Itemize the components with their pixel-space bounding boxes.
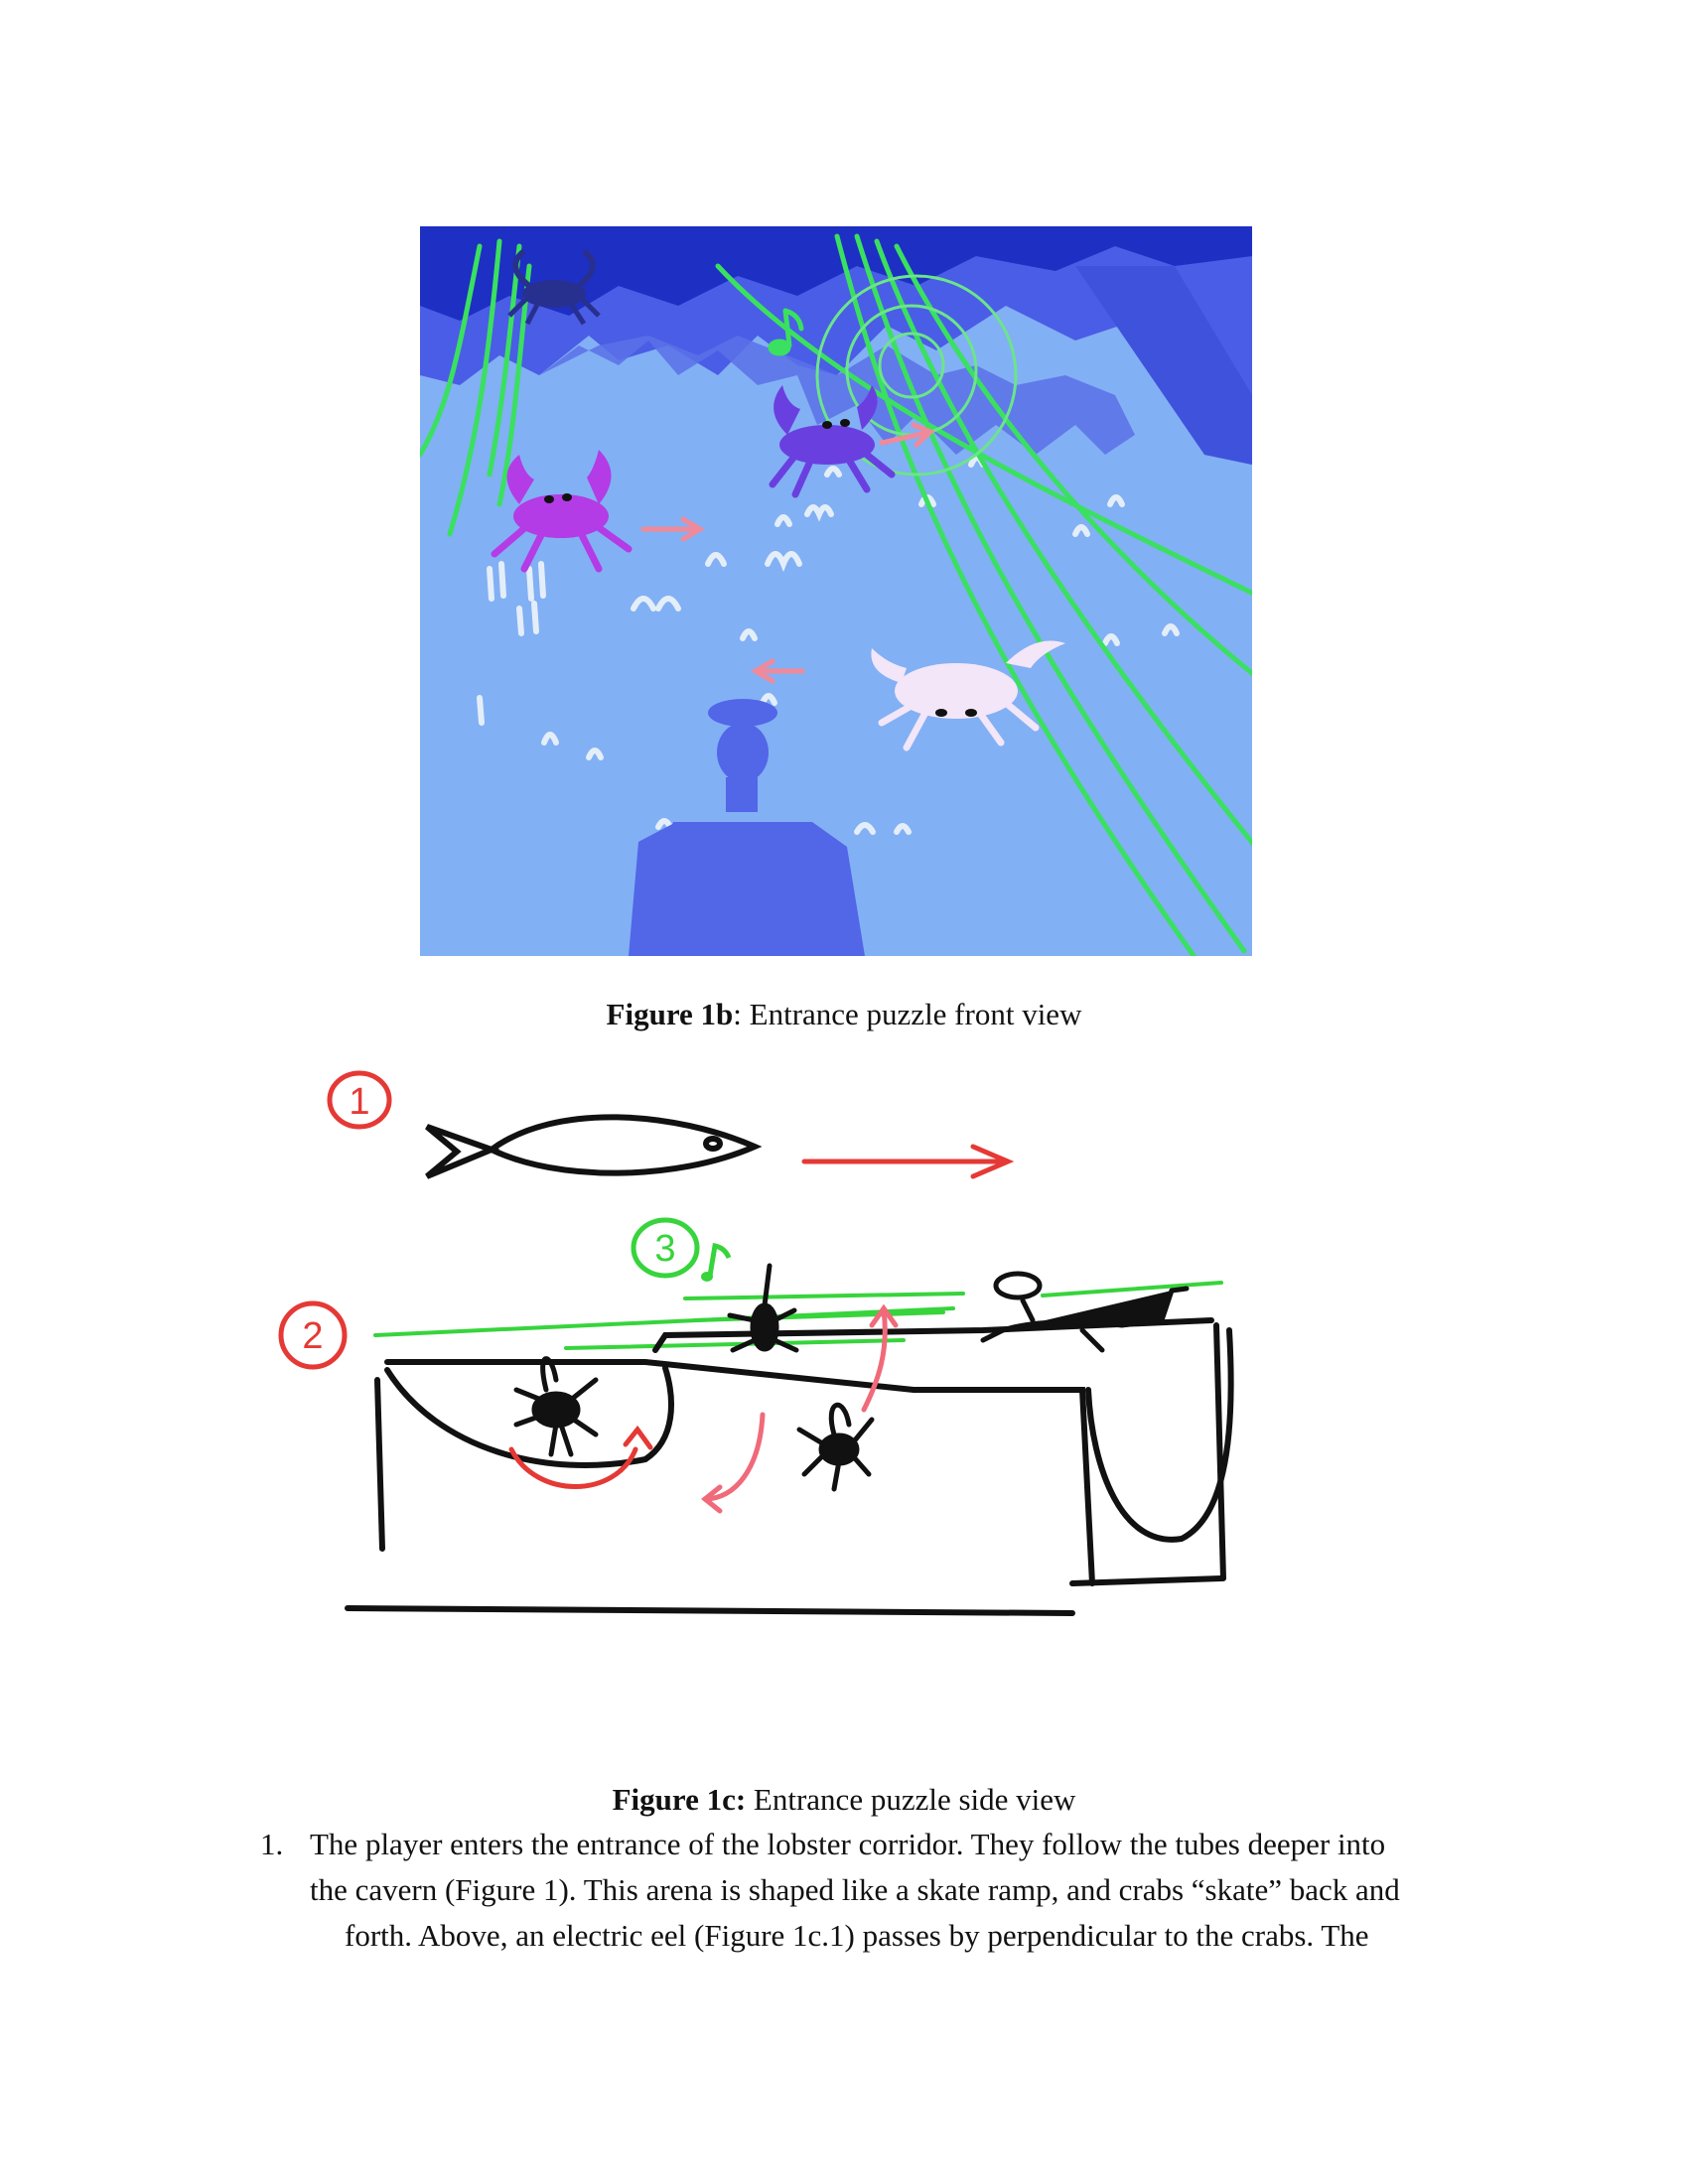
eel-arrow: [801, 1144, 1015, 1179]
marker-2: 2: [278, 1300, 348, 1370]
crab-left: [513, 1356, 599, 1457]
crab-right: [796, 1402, 875, 1492]
list-line-3: forth. Above, an electric eel (Figure 1c…: [345, 1918, 1369, 1953]
crab-middle: [727, 1263, 799, 1353]
seaweed-right: [715, 233, 1252, 956]
figure-1c-label: Figure 1c:: [612, 1782, 747, 1817]
list-number: 1.: [260, 1827, 284, 1861]
figure-1b-caption-text: : Entrance puzzle front view: [733, 997, 1082, 1031]
figure-1c-sketch: 1 3 2: [268, 1052, 1291, 1628]
figure-1b-illustration: [420, 226, 1252, 956]
numbered-list: 1. The player enters the entrance of the…: [260, 1822, 1491, 1959]
marker-2-label: 2: [302, 1315, 323, 1357]
eel-fish: [425, 1114, 763, 1179]
arrow-right-1: [640, 516, 705, 542]
cave-ceiling-dark: [420, 226, 1252, 321]
marker-3-label: 3: [654, 1228, 675, 1270]
list-item: 1. The player enters the entrance of the…: [260, 1822, 1491, 1959]
figure-1b-caption: Figure 1b: Entrance puzzle front view: [0, 995, 1688, 1034]
player-sketch: [980, 1271, 1190, 1353]
figure-1c-caption: Figure 1c: Entrance puzzle side view: [0, 1780, 1688, 1820]
white-crab: [871, 640, 1065, 751]
arrow-left: [751, 658, 805, 684]
marker-3: 3: [631, 1217, 732, 1282]
skate-ramp: [345, 1317, 1234, 1616]
rock-edge: [539, 336, 1135, 455]
cave-beam: [1075, 266, 1252, 465]
motion-arrows: [508, 1303, 899, 1514]
marker-1-label: 1: [349, 1081, 369, 1123]
dark-crab: [507, 248, 601, 326]
arrow-right-2: [879, 422, 935, 448]
music-note-icon: [768, 308, 804, 356]
bubble-marks: [477, 455, 1180, 835]
figure-1b-label: Figure 1b: [606, 997, 734, 1031]
list-line-1: The player enters the entrance of the lo…: [310, 1827, 1386, 1861]
player-silhouette: [629, 699, 865, 956]
marker-1: 1: [327, 1070, 392, 1130]
magenta-crab: [491, 450, 633, 573]
list-line-2: the cavern (Figure 1). This arena is sha…: [310, 1872, 1400, 1907]
green-lines: [373, 1281, 1223, 1350]
violet-crab: [769, 385, 896, 498]
figure-1c-caption-text: Entrance puzzle side view: [746, 1782, 1076, 1817]
